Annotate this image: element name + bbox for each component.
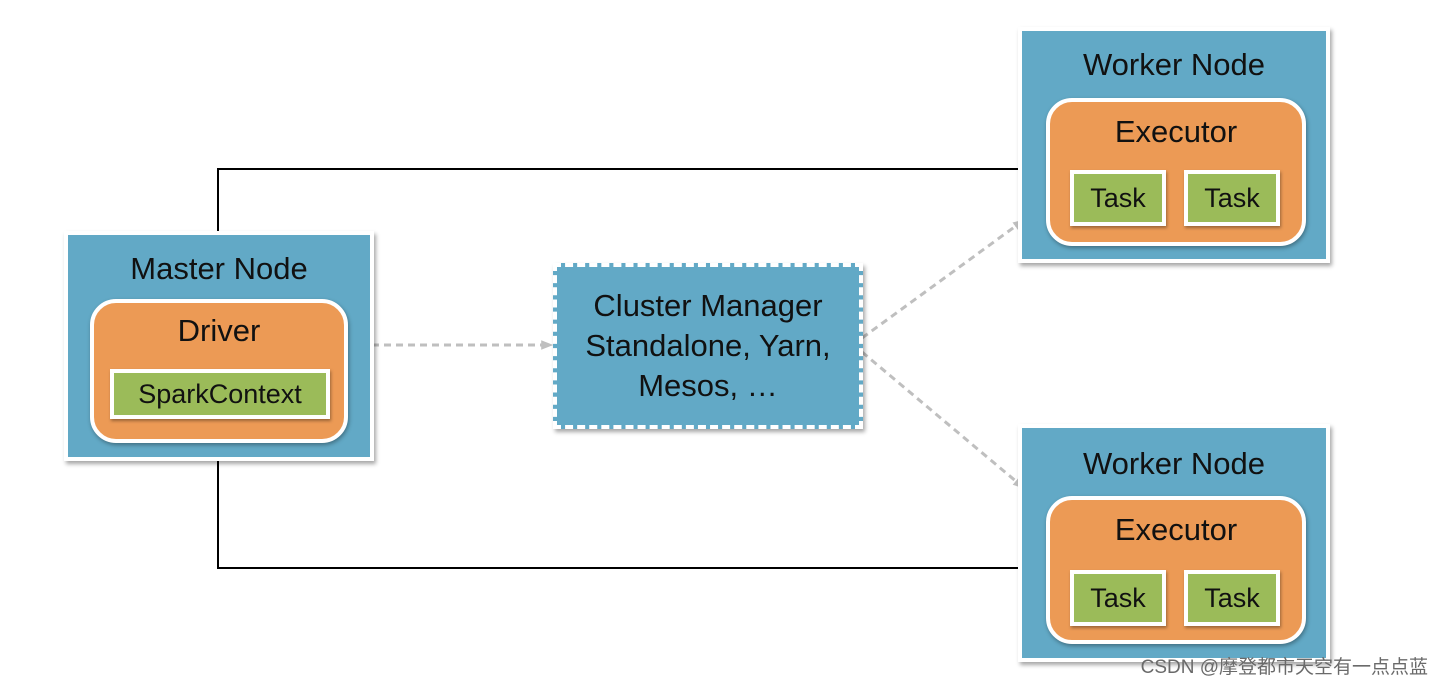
cluster-manager-box: Cluster Manager Standalone, Yarn, Mesos,… xyxy=(553,263,863,429)
cluster-manager-line-2: Standalone, Yarn, xyxy=(585,328,831,363)
driver-title: Driver xyxy=(177,313,261,348)
driver-box: Driver SparkContext xyxy=(90,299,348,443)
task-box: Task xyxy=(1184,170,1280,226)
task-box: Task xyxy=(1070,570,1166,626)
task-box: Task xyxy=(1070,170,1166,226)
worker-node-2: Worker Node Executor Task Task xyxy=(1018,424,1330,662)
watermark: CSDN @摩登都市天空有一点点蓝 xyxy=(1140,657,1428,678)
master-node-title: Master Node xyxy=(130,251,308,286)
cluster-to-worker-1-arrow xyxy=(861,218,1025,340)
cluster-manager-line-3: Mesos, … xyxy=(638,368,778,403)
executor-box-2: Executor Task Task xyxy=(1046,496,1306,644)
executor-2-title: Executor xyxy=(1114,512,1238,547)
executor-1-title: Executor xyxy=(1114,114,1238,149)
spark-context-box: SparkContext xyxy=(110,369,330,419)
cluster-to-worker-2-arrow xyxy=(861,350,1025,490)
worker-node-2-title: Worker Node xyxy=(1082,446,1266,481)
cluster-manager-line-1: Cluster Manager xyxy=(593,288,823,323)
task-box: Task xyxy=(1184,570,1280,626)
master-node: Master Node Driver SparkContext xyxy=(64,231,374,461)
worker-node-1-title: Worker Node xyxy=(1082,47,1266,82)
executor-box-1: Executor Task Task xyxy=(1046,98,1306,246)
worker-node-1: Worker Node Executor Task Task xyxy=(1018,27,1330,263)
